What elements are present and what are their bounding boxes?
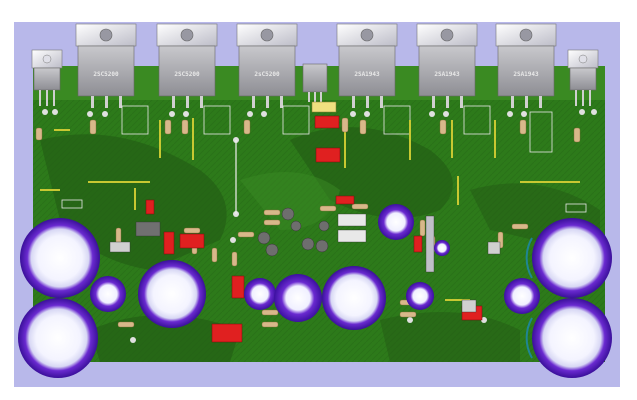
transistor-row: 2SC5200 2SC5200 2sC5200 2S bbox=[75, 23, 557, 108]
power-transistor: 2SC5200 bbox=[75, 23, 137, 108]
resistors bbox=[35, 117, 581, 328]
transistor-label: 2sC5200 bbox=[254, 71, 280, 78]
transistor-label: 2SC5200 bbox=[174, 71, 200, 78]
power-transistor: 2SA1943 bbox=[336, 23, 398, 108]
driver-transistor bbox=[302, 63, 328, 102]
copper-pour-dark bbox=[380, 312, 520, 362]
cap-highlights bbox=[525, 237, 533, 359]
power-transistor: 2SC5200 bbox=[156, 23, 218, 108]
transistor-label: 2SA1943 bbox=[354, 71, 380, 78]
regulator-right bbox=[567, 49, 599, 106]
transistor-label: 2SC5200 bbox=[93, 71, 119, 78]
copper-pour-light bbox=[240, 172, 340, 230]
large-capacitors bbox=[18, 218, 612, 378]
small-transistors bbox=[257, 207, 330, 257]
transistor-label: 2SA1943 bbox=[434, 71, 460, 78]
regulator-left bbox=[31, 49, 63, 106]
yellow-capacitor bbox=[311, 101, 337, 113]
yellow-traces bbox=[40, 118, 580, 305]
ic-blocks bbox=[109, 213, 501, 313]
pads bbox=[42, 109, 597, 343]
silkscreen-outlines bbox=[61, 105, 587, 213]
transistor-label: 2SA1943 bbox=[513, 71, 539, 78]
red-capacitors bbox=[145, 115, 483, 343]
power-transistor: 2SA1943 bbox=[416, 23, 478, 108]
power-transistor: 2sC5200 bbox=[236, 23, 298, 108]
small-capacitors bbox=[90, 204, 540, 322]
power-transistor: 2SA1943 bbox=[495, 23, 557, 108]
